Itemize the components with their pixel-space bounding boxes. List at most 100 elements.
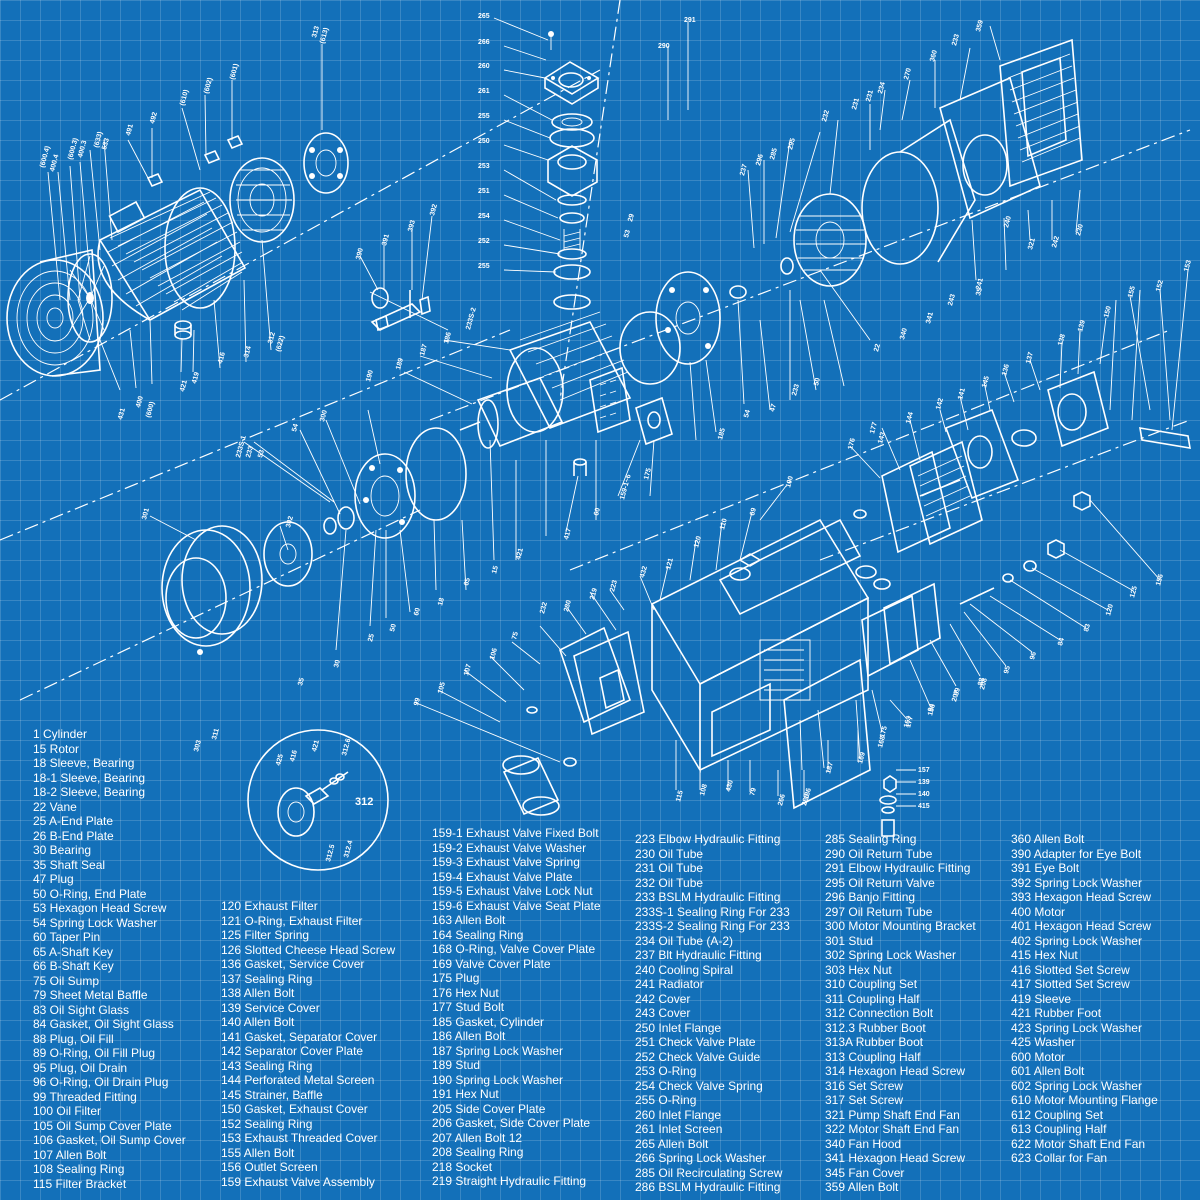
callout: 30	[333, 659, 342, 668]
legend-item: 159 Exhaust Valve Assembly	[221, 1174, 375, 1189]
callout: 231	[851, 97, 861, 110]
legend-item: 341 Hexagon Head Screw	[825, 1151, 966, 1165]
callout: 144	[905, 411, 915, 424]
legend-item: 601 Allen Bolt	[1011, 1064, 1085, 1078]
callout: 60	[593, 507, 602, 516]
legend-item: 233 BSLM Hydraulic Fitting	[635, 890, 781, 904]
legend-item: 75 Oil Sump	[33, 973, 100, 988]
callout: 50	[389, 623, 398, 632]
callout: 152	[1155, 279, 1165, 292]
callout: 295	[787, 137, 797, 150]
legend-item: 233S-2 Sealing Ring For 233	[635, 919, 790, 933]
callout: 106	[489, 647, 499, 660]
legend-item: 206 Gasket, Side Cover Plate	[432, 1116, 591, 1130]
callout: 110	[719, 518, 729, 531]
legend-item: 612 Coupling Set	[1011, 1107, 1104, 1122]
legend-item: 186 Allen Bolt	[432, 1029, 506, 1043]
legend-item: 54 Spring Lock Washer	[33, 915, 158, 930]
pump-fan	[793, 193, 867, 287]
legend-item: 207 Allen Bolt 12	[432, 1130, 523, 1145]
legend-item: 360 Allen Bolt	[1011, 832, 1085, 846]
callout: 233	[791, 383, 801, 396]
callout: 163	[903, 715, 913, 728]
callout: 231	[865, 89, 875, 102]
legend-item: 139 Service Cover	[221, 1000, 320, 1015]
a-end-plate	[323, 453, 416, 539]
plugs-and-nuts	[879, 491, 1091, 837]
callout: 416	[289, 749, 299, 762]
callout: 253	[478, 163, 490, 170]
oil-sump-cover	[526, 626, 645, 736]
callout: 157	[918, 767, 930, 774]
legend-item: 242 Cover	[635, 991, 691, 1006]
detail-view-312	[247, 729, 389, 871]
callout: 223	[609, 579, 619, 592]
callout: 314	[243, 345, 253, 358]
callout: 261	[478, 88, 490, 95]
legend-item: 99 Threaded Fitting	[33, 1089, 137, 1104]
legend-item: 260 Inlet Flange	[635, 1107, 722, 1122]
callout: 233	[951, 33, 961, 46]
callout: 290	[658, 43, 670, 50]
callout: 158	[927, 703, 937, 716]
callout: 240	[1003, 215, 1013, 228]
legend-item: 316 Set Screw	[825, 1078, 904, 1093]
legend-item: 169 Valve Cover Plate	[432, 956, 551, 971]
b-end-plate	[619, 257, 794, 385]
legend-item: 623 Collar for Fan	[1011, 1151, 1108, 1165]
callout: 302	[285, 515, 295, 528]
callout: 153	[1183, 259, 1193, 272]
callout: 155	[1127, 285, 1137, 298]
legend-item: 22 Vane	[33, 799, 77, 814]
motor-shaft-fan	[229, 132, 349, 243]
pump-fan-hood	[861, 118, 976, 265]
legend-item: 79 Sheet Metal Baffle	[33, 988, 148, 1002]
callout: 125	[1129, 585, 1139, 598]
callout: 79	[749, 787, 758, 796]
callout: 266	[478, 39, 490, 46]
legend-item: 164 Sealing Ring	[432, 927, 524, 942]
callout: 255	[478, 113, 490, 120]
callout: 425	[275, 753, 285, 766]
callout: 50	[813, 377, 822, 386]
callout: 416	[217, 351, 227, 364]
legend-item: 105 Oil Sump Cover Plate	[33, 1118, 172, 1133]
callout: 84	[1057, 637, 1066, 646]
callout: 421	[515, 547, 525, 560]
legend-item: 53 Hexagon Head Screw	[33, 901, 167, 915]
legend-item: 89 O-Ring, Oil Fill Plug	[33, 1046, 156, 1060]
callout: 190	[365, 369, 375, 382]
callout: 392	[429, 203, 439, 216]
callout: 89	[953, 687, 962, 696]
callout: 47	[769, 403, 778, 412]
legend-item: 359 Allen Bolt	[825, 1180, 899, 1194]
callout: (633)	[93, 131, 104, 149]
callout: 54	[743, 409, 752, 418]
callout: (610)	[179, 89, 190, 107]
callout: 234	[877, 81, 887, 94]
legend-item: 26 B-End Plate	[33, 828, 114, 843]
callout: 312.6	[341, 738, 352, 757]
legend-item: 108 Sealing Ring	[33, 1162, 125, 1176]
callout: 313	[311, 25, 321, 38]
legend-item: 421 Rubber Foot	[1011, 1006, 1102, 1020]
side-cover-plate	[783, 582, 941, 810]
callout: 139	[918, 779, 930, 786]
legend-item: 30 Bearing	[33, 843, 92, 857]
legend-item: 60 Taper Pin	[33, 930, 101, 944]
legend-item: 159-5 Exhaust Valve Lock Nut	[432, 884, 593, 898]
legend-item: 138 Allen Bolt	[221, 986, 295, 1000]
legend-item: 613 Coupling Half	[1011, 1122, 1107, 1136]
legend-item: 143 Sealing Ring	[221, 1058, 313, 1073]
eye-bolt	[370, 287, 431, 332]
legend-item: 136 Gasket, Service Cover	[221, 957, 365, 971]
legend-item: 313 Coupling Half	[825, 1049, 921, 1064]
legend-item: 191 Hex Nut	[432, 1087, 499, 1101]
callout: 177	[869, 421, 879, 434]
legend-item: 144 Perforated Metal Screen	[221, 1073, 375, 1087]
legend-item: 237 Blt Hydraulic Fitting	[635, 948, 762, 962]
callout: 341	[925, 311, 935, 324]
legend-item: 190 Spring Lock Washer	[432, 1072, 563, 1087]
